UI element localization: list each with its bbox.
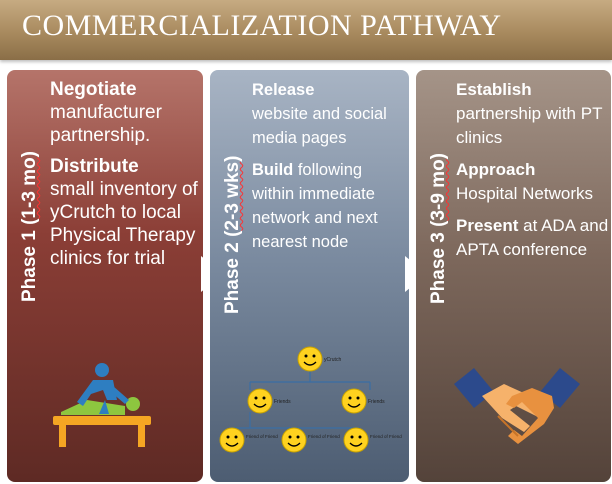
phase-3-item: Present at ADA and APTA conference — [456, 216, 609, 259]
network-level3-label: Friend of Friend — [370, 434, 402, 439]
title-banner: COMMERCIALIZATION PATHWAY — [0, 0, 612, 60]
network-level2-label: Friends — [274, 399, 291, 405]
physical-therapy-icon — [53, 363, 151, 447]
network-level2-label: Friends — [368, 399, 385, 405]
phase-2-label: Phase 2 (2-3 wks) — [222, 155, 243, 314]
smiley-icon — [219, 427, 245, 453]
smiley-icon — [281, 427, 307, 453]
smiley-icon — [343, 427, 369, 453]
smiley-icon — [297, 346, 323, 372]
handshake-icon — [454, 368, 580, 444]
phase-3-label: Phase 3 (3-9 mo) — [428, 152, 449, 304]
phase-2-item: Build following within immediate network… — [252, 161, 378, 251]
network-level3-label: Friend of Friend — [308, 434, 340, 439]
network-root-label: yCrutch — [324, 357, 341, 363]
phase-1-label: Phase 1 (1-3 mo) — [19, 150, 40, 302]
page-title: COMMERCIALIZATION PATHWAY — [22, 9, 502, 42]
social-network-diagram: yCrutch Friends Friends Friend of Friend… — [219, 346, 402, 453]
smiley-icon — [341, 388, 367, 414]
network-level3-label: Friend of Friend — [246, 434, 278, 439]
smiley-icon — [247, 388, 273, 414]
